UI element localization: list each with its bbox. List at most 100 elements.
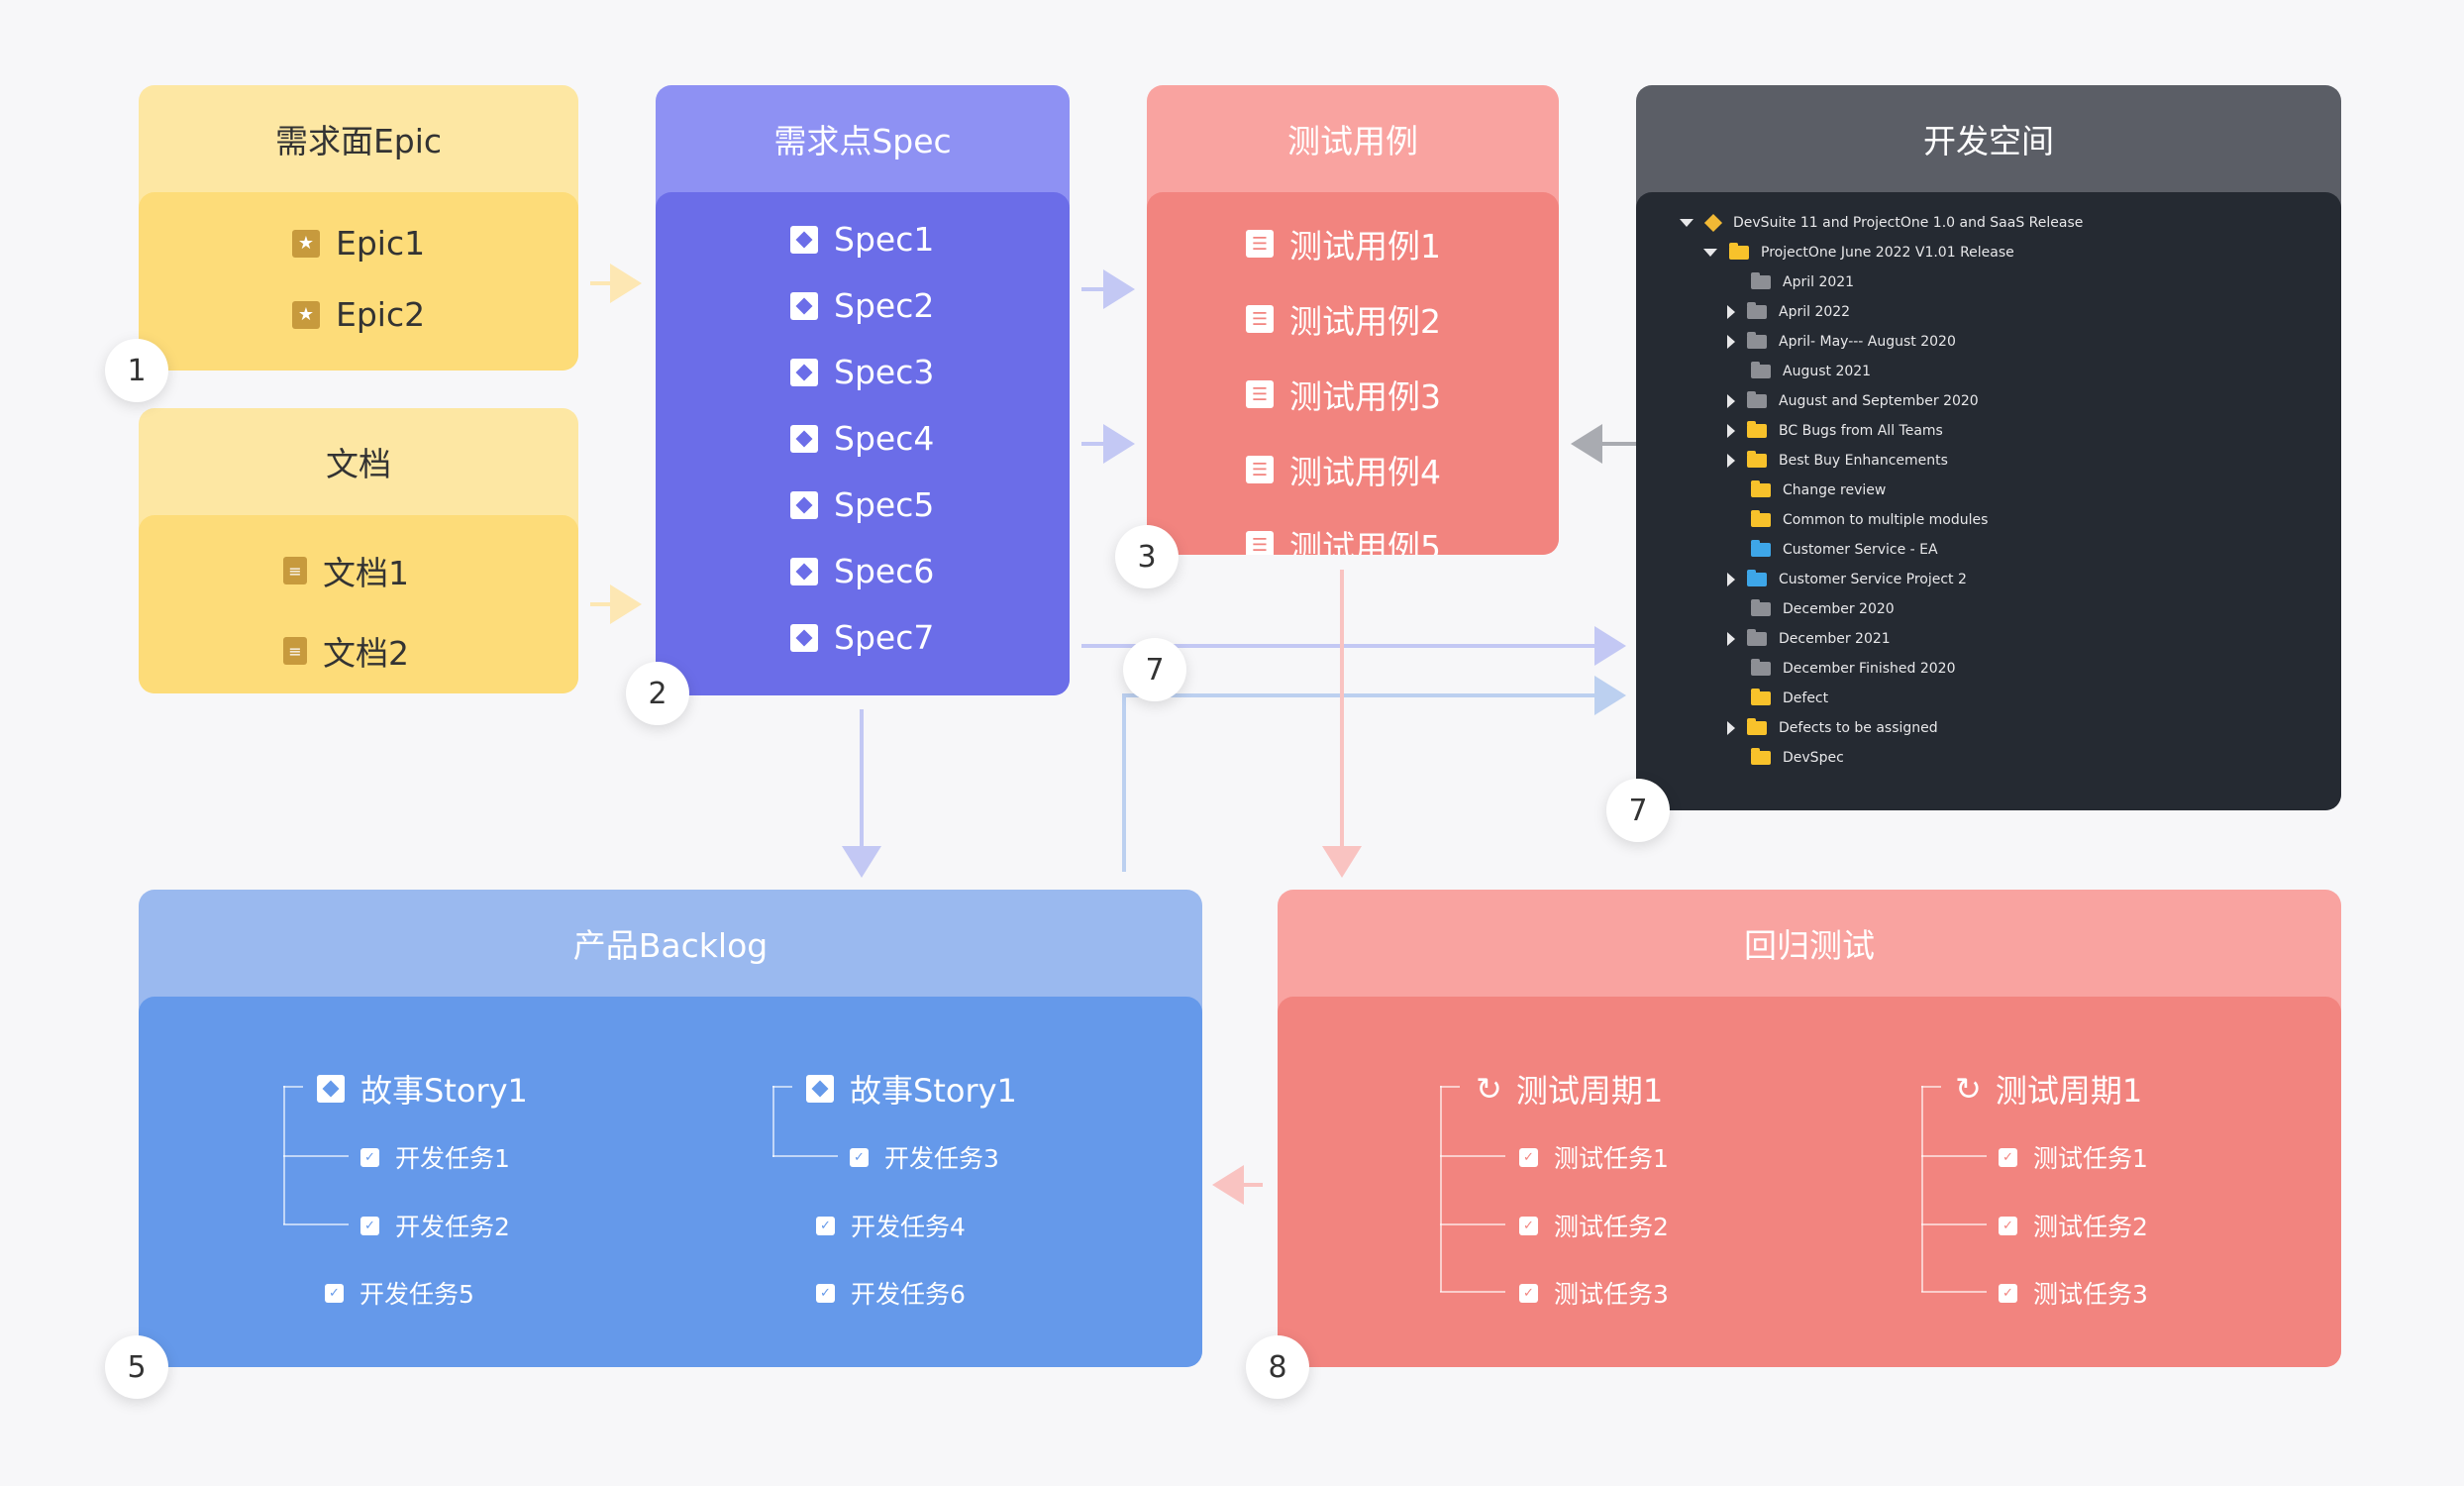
tree-node[interactable]: Defects to be assigned (1727, 713, 1938, 743)
tree-node[interactable]: BC Bugs from All Teams (1727, 416, 1943, 446)
document-icon: ≡ (283, 557, 307, 584)
tree-node[interactable]: Defect (1751, 684, 1828, 713)
shared-folder-icon (1747, 570, 1767, 586)
spec-diamond-icon (790, 291, 818, 320)
folder-icon (1729, 243, 1749, 260)
tree-node[interactable]: December Finished 2020 (1751, 654, 1955, 684)
tree-node[interactable]: April- May--- August 2020 (1727, 327, 1956, 357)
spec-diamond-icon (790, 358, 818, 386)
tree-root-node[interactable]: DevSuite 11 and ProjectOne 1.0 and SaaS … (1680, 208, 2083, 238)
tree-node[interactable]: December 2020 (1751, 594, 1895, 624)
doc-item[interactable]: ≡ 文档1 (283, 547, 409, 594)
folder-icon (1747, 302, 1767, 319)
epic-item[interactable]: ★ Epic1 (292, 224, 425, 263)
folder-icon (1751, 480, 1771, 497)
story-diamond-icon (806, 1075, 834, 1103)
test-task[interactable]: ✓测试任务2 (1999, 1208, 2148, 1243)
dev-task[interactable]: ✓开发任务2 (360, 1208, 510, 1243)
spec-card-title: 需求点Spec (773, 122, 952, 160)
task-checkbox-icon: ✓ (1999, 1147, 2017, 1167)
testcase-card-title: 测试用例 (1287, 122, 1418, 160)
folder-icon (1751, 272, 1771, 289)
spec-diamond-icon (790, 623, 818, 652)
story-title[interactable]: 故事Story1 (317, 1066, 528, 1112)
step-badge-7-connector: 7 (1123, 638, 1186, 701)
caret-right-icon (1727, 454, 1735, 468)
tree-node[interactable]: DevSpec (1751, 743, 1844, 773)
task-checkbox-icon: ✓ (360, 1147, 379, 1167)
test-task[interactable]: ✓测试任务3 (1999, 1275, 2148, 1311)
folder-icon (1747, 718, 1767, 735)
folder-icon (1747, 451, 1767, 468)
tree-node[interactable]: December 2021 (1727, 624, 1891, 654)
task-checkbox-icon: ✓ (1999, 1283, 2017, 1303)
testcase-list-icon: ☰ (1246, 531, 1274, 555)
tree-node[interactable]: Common to multiple modules (1751, 505, 1988, 535)
epic-item[interactable]: ★ Epic2 (292, 295, 425, 334)
dev-task[interactable]: ✓开发任务3 (850, 1139, 999, 1175)
tree-node[interactable]: August and September 2020 (1727, 386, 1979, 416)
shared-folder-icon (1751, 540, 1771, 557)
folder-icon (1751, 689, 1771, 705)
testcase-item[interactable]: ☰测试用例3 (1246, 371, 1441, 418)
doc-item[interactable]: ≡ 文档2 (283, 627, 409, 675)
test-task[interactable]: ✓测试任务3 (1519, 1275, 1669, 1311)
doc-card: 文档 ≡ 文档1 ≡ 文档2 (139, 408, 578, 693)
story-diamond-icon (317, 1075, 345, 1103)
regression-card-title: 回归测试 (1744, 926, 1875, 965)
spec-diamond-icon (790, 424, 818, 453)
spec-item[interactable]: Spec3 (790, 353, 934, 391)
caret-right-icon (1727, 632, 1735, 646)
arrow-backlog-to-devspace (1122, 676, 1626, 872)
dev-task[interactable]: ✓开发任务4 (816, 1208, 966, 1243)
tree-node[interactable]: April 2021 (1751, 267, 1854, 297)
tree-node[interactable]: August 2021 (1751, 357, 1871, 386)
backlog-card-title: 产品Backlog (572, 926, 769, 965)
step-badge-8: 8 (1246, 1335, 1309, 1399)
testcase-item[interactable]: ☰测试用例4 (1246, 446, 1441, 493)
refresh-cycle-icon: ↻ (1955, 1070, 1982, 1108)
testcase-item[interactable]: ☰测试用例2 (1246, 295, 1441, 343)
caret-right-icon (1727, 305, 1735, 319)
dev-task[interactable]: ✓开发任务6 (816, 1275, 966, 1311)
epic-card: 需求面Epic ★ Epic1 ★ Epic2 (139, 85, 578, 371)
spec-item[interactable]: Spec1 (790, 220, 934, 259)
tree-node[interactable]: Customer Service Project 2 (1727, 565, 1967, 594)
testcase-list-icon: ☰ (1246, 456, 1274, 483)
testcase-item[interactable]: ☰测试用例1 (1246, 220, 1441, 267)
tree-node[interactable]: Customer Service - EA (1751, 535, 1938, 565)
folder-icon (1751, 362, 1771, 378)
refresh-cycle-icon: ↻ (1476, 1070, 1502, 1108)
caret-down-icon (1680, 219, 1694, 227)
tree-node[interactable]: Best Buy Enhancements (1727, 446, 1948, 476)
test-task[interactable]: ✓测试任务2 (1519, 1208, 1669, 1243)
spec-item[interactable]: Spec4 (790, 419, 934, 458)
star-icon: ★ (292, 300, 320, 329)
folder-icon (1751, 510, 1771, 527)
caret-down-icon (1703, 249, 1717, 257)
dev-task[interactable]: ✓开发任务5 (325, 1275, 474, 1311)
caret-right-icon (1727, 721, 1735, 735)
task-checkbox-icon: ✓ (1519, 1283, 1538, 1303)
star-icon: ★ (292, 229, 320, 258)
spec-item[interactable]: Spec7 (790, 618, 934, 657)
spec-item[interactable]: Spec6 (790, 552, 934, 590)
test-cycle-title[interactable]: ↻ 测试周期1 (1476, 1070, 1664, 1110)
devspace-card: 开发空间 DevSuite 11 and ProjectOne 1.0 and … (1636, 85, 2341, 810)
test-task[interactable]: ✓测试任务1 (1999, 1139, 2148, 1175)
dev-task[interactable]: ✓开发任务1 (360, 1139, 510, 1175)
test-task[interactable]: ✓测试任务1 (1519, 1139, 1669, 1175)
cube-icon (1703, 213, 1723, 233)
test-cycle-title[interactable]: ↻ 测试周期1 (1955, 1070, 2143, 1110)
spec-diamond-icon (790, 557, 818, 585)
spec-item[interactable]: Spec2 (790, 286, 934, 325)
tree-node[interactable]: April 2022 (1727, 297, 1850, 327)
tree-node[interactable]: Change review (1751, 476, 1886, 505)
task-checkbox-icon: ✓ (325, 1283, 344, 1303)
story-title[interactable]: 故事Story1 (806, 1066, 1017, 1112)
task-checkbox-icon: ✓ (1519, 1216, 1538, 1235)
spec-diamond-icon (790, 490, 818, 519)
spec-item[interactable]: Spec5 (790, 485, 934, 524)
testcase-item[interactable]: ☰测试用例5 (1246, 521, 1441, 555)
tree-release-node[interactable]: ProjectOne June 2022 V1.01 Release (1703, 238, 2014, 267)
